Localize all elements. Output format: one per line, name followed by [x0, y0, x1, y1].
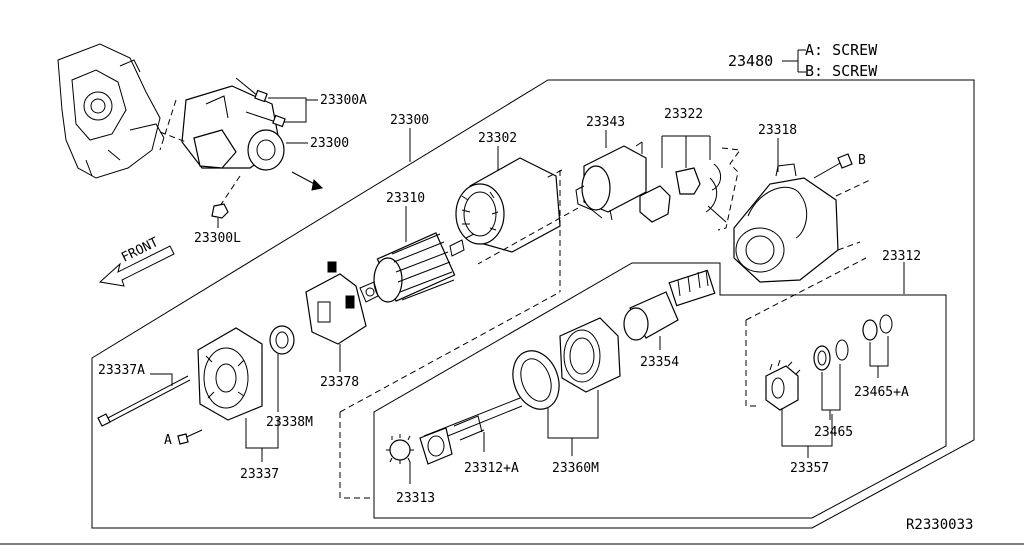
label-23318: 23318 [758, 123, 797, 138]
assembly-frame [91, 79, 975, 529]
label-23338M: 23338M [266, 415, 313, 430]
armature-23310 [359, 232, 465, 303]
legend-code: 23480 [728, 52, 773, 70]
diagram-reference-code: R2330033 [906, 517, 973, 533]
label-23465A: 23465+A [854, 385, 909, 400]
front-housing-23318 [733, 163, 871, 283]
legend-b-screw: B: SCREW [805, 62, 878, 80]
label-23300L: 23300L [194, 231, 241, 246]
label-23357: 23357 [790, 461, 829, 476]
label-23378: 23378 [320, 375, 359, 390]
nut-23300L [211, 175, 241, 219]
bearing-23338M [269, 325, 295, 355]
ring-set-23465 [813, 339, 849, 371]
label-23312: 23312 [882, 249, 921, 264]
engine-block-illustration [57, 43, 165, 179]
lever-set-23322 [639, 147, 741, 231]
label-23354: 23354 [640, 355, 679, 370]
label-23300-top: 23300 [310, 136, 349, 151]
bolt-23300A [235, 77, 286, 128]
label-23343: 23343 [586, 115, 625, 130]
brush-holder-23378 [305, 261, 367, 345]
label-23300A: 23300A [320, 93, 367, 108]
internal-gear-23360M [512, 317, 621, 410]
marker-B: B [858, 153, 866, 168]
screw-legend: 23480 A: SCREW B: SCREW [728, 41, 878, 80]
yoke-23302 [455, 157, 561, 253]
label-23322: 23322 [664, 107, 703, 122]
marker-A: A [164, 433, 172, 448]
label-23465: 23465 [814, 425, 853, 440]
pinion-gear-23313 [386, 434, 414, 464]
pinion-group-frame [373, 262, 947, 519]
pinion-shaft-23312A [419, 397, 523, 465]
screw-B [813, 153, 853, 179]
label-23302: 23302 [478, 131, 517, 146]
label-23310: 23310 [386, 191, 425, 206]
front-direction-indicator: FRONT [98, 235, 175, 287]
screw-A [177, 429, 203, 445]
overrunning-clutch-23357 [765, 359, 801, 411]
legend-a-screw: A: SCREW [805, 41, 878, 59]
gear-shaft-23354 [623, 269, 716, 341]
through-bolt-23337A [97, 375, 191, 427]
label-23360M: 23360M [552, 461, 599, 476]
label-23313: 23313 [396, 491, 435, 506]
label-23300-main: 23300 [390, 113, 429, 128]
starter-assembly-23300 [159, 85, 285, 171]
rear-cover-23337 [197, 327, 263, 421]
solenoid-23343 [575, 141, 647, 221]
label-23337: 23337 [240, 467, 279, 482]
ring-set-23465A [862, 314, 893, 341]
label-23312A: 23312+A [464, 461, 519, 476]
label-23337A: 23337A [98, 363, 145, 378]
